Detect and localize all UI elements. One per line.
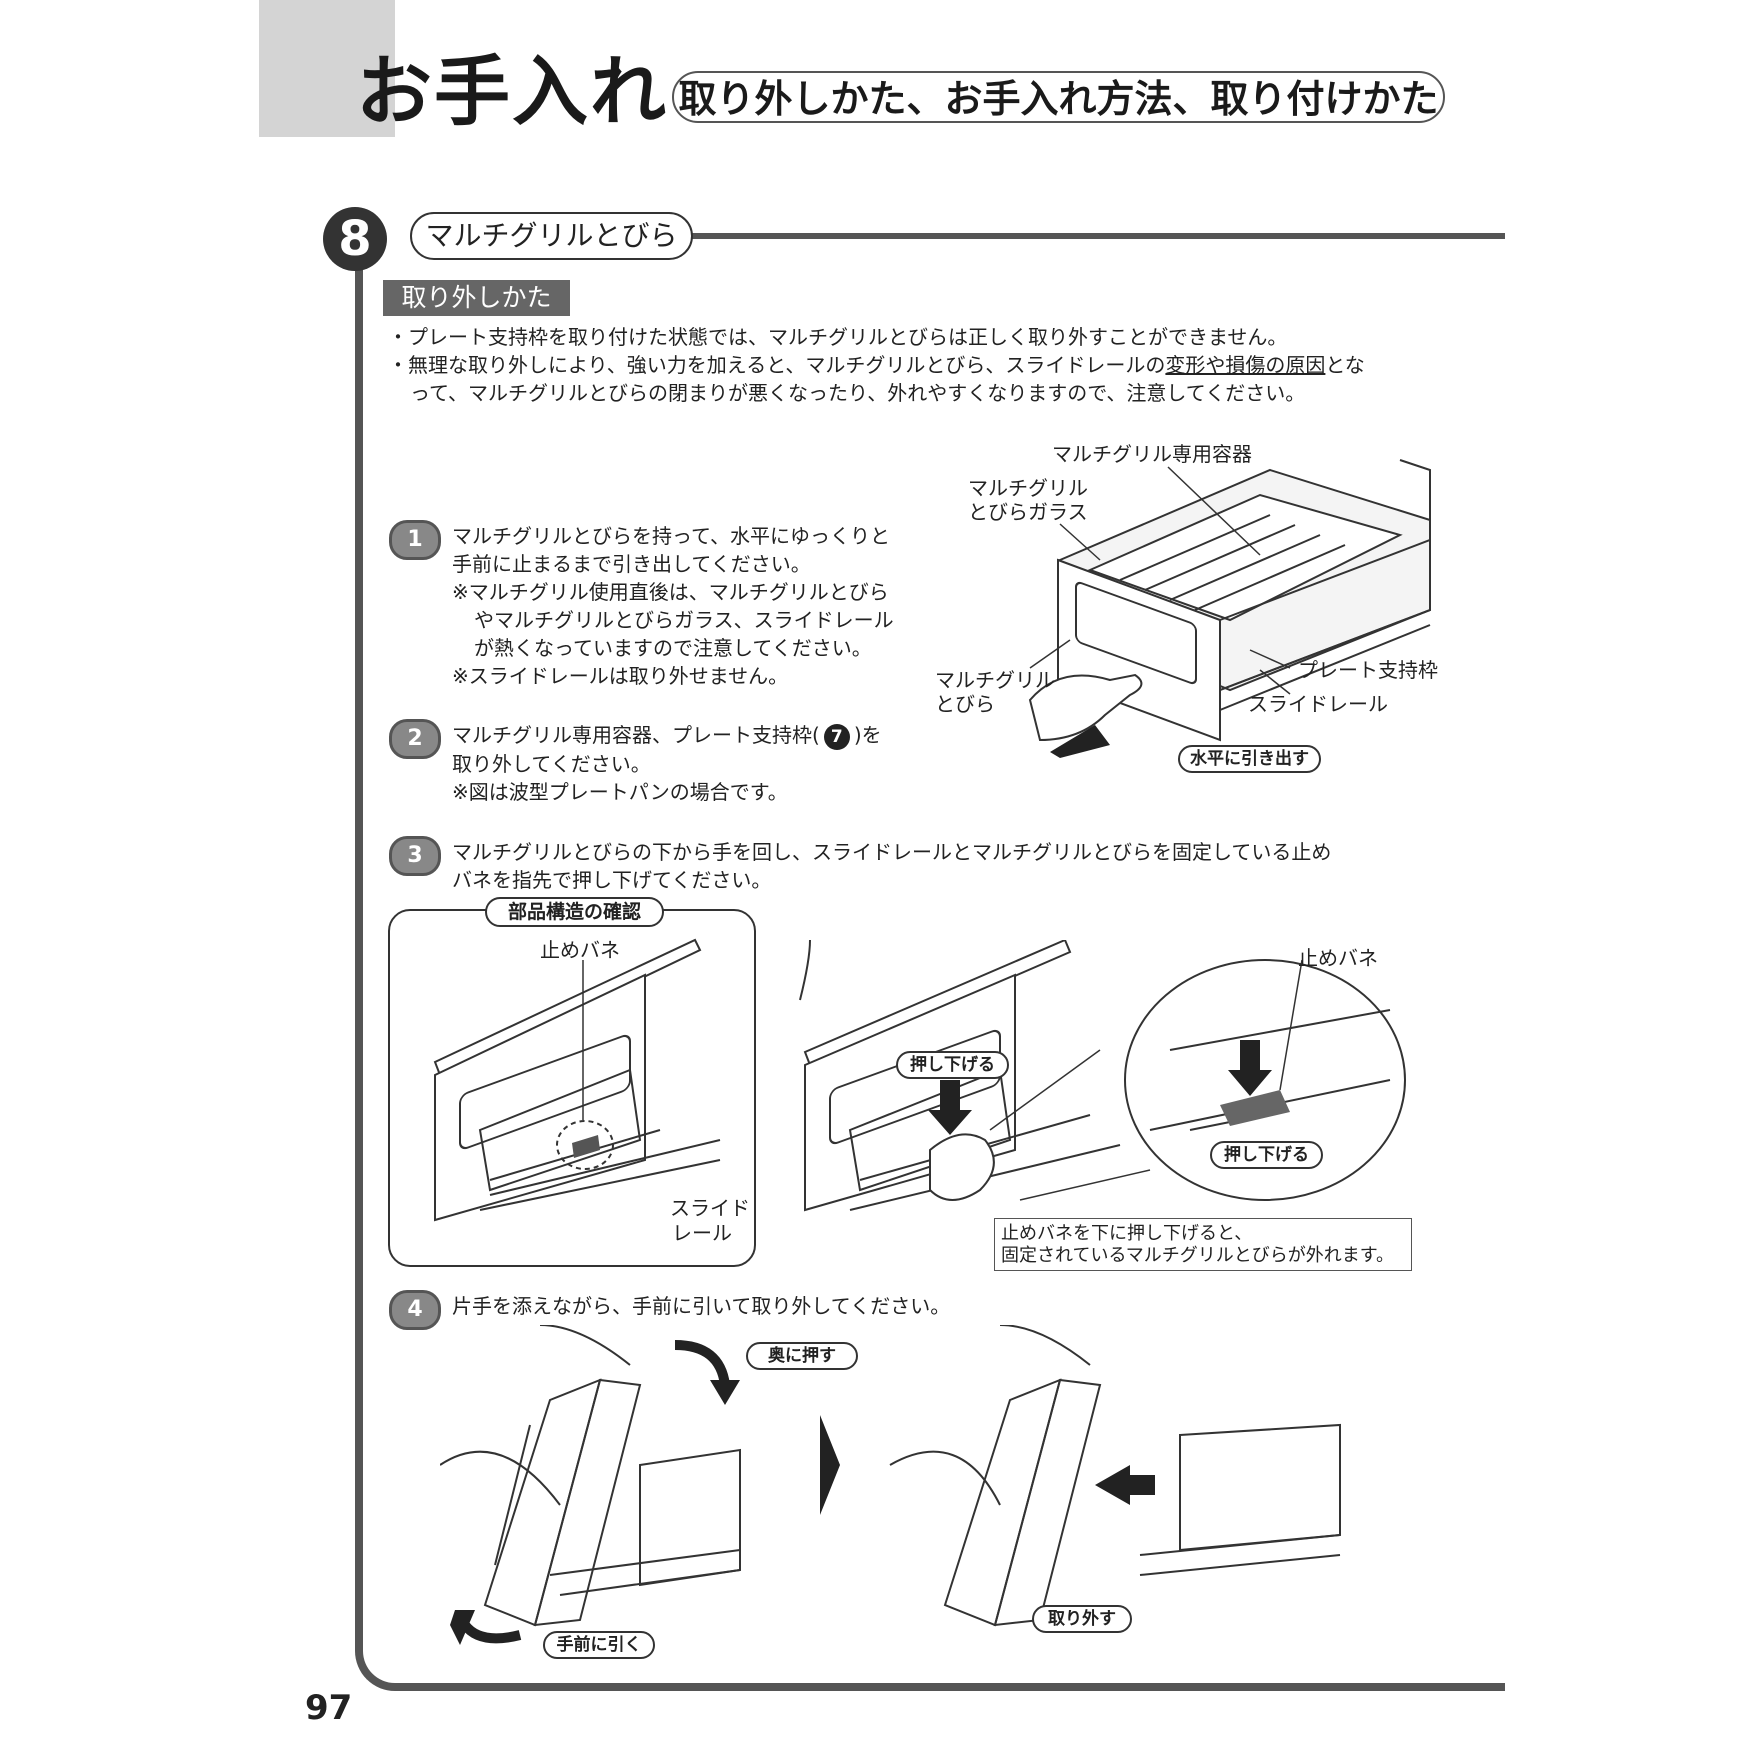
- push-back-pill: 奥に押す: [746, 1342, 858, 1370]
- step-2-text: マルチグリル専用容器、プレート支持枠(7)を 取り外してください。 ※図は波型プ…: [452, 723, 882, 804]
- label-plate-frame: プレート支持枠: [1298, 658, 1438, 682]
- label-spring-left: 止めバネ: [540, 938, 620, 962]
- figure-1-leader-lines: [1029, 466, 1291, 695]
- caution-bullets: ・プレート支持枠を取り付けた状態では、マルチグリルとびらは正しく取り外すことがで…: [388, 323, 1448, 407]
- step-4-text: 片手を添えながら、手前に引いて取り外してください。: [452, 1294, 951, 1318]
- pull-horizontal-pill: 水平に引き出す: [1178, 745, 1321, 773]
- label-glass-line1: マルチグリル: [968, 476, 1088, 500]
- component-confirm-pill: 部品構造の確認: [485, 897, 664, 927]
- label-container: マルチグリル専用容器: [1052, 442, 1252, 466]
- ref-number-badge: 7: [823, 724, 850, 750]
- header-tab: [259, 0, 395, 137]
- figure-4-removal-illustration: [440, 1325, 1341, 1645]
- step-3-badge: 3: [389, 836, 441, 876]
- label-slide-rail-line2: レール: [672, 1221, 732, 1245]
- page-title: お手入れ: [356, 47, 668, 136]
- section-title: マルチグリルとびら: [410, 212, 693, 260]
- page-number: 97: [305, 1688, 353, 1728]
- label-glass-line2: とびらガラス: [968, 500, 1088, 524]
- label-spring-right: 止めバネ: [1298, 946, 1378, 970]
- bullet-2: ・無理な取り外しにより、強い力を加えると、マルチグリルとびら、スライドレールの変…: [388, 353, 1365, 377]
- label-door-line2: とびら: [935, 692, 995, 716]
- label-slide-rail: スライドレール: [1248, 692, 1388, 716]
- figure-1-drawer-illustration: [1028, 459, 1431, 758]
- step-1-text: マルチグリルとびらを持って、水平にゆっくりと 手前に止まるまで引き出してください…: [452, 524, 894, 688]
- spring-note-box: 止めバネを下に押し下げると、 固定されているマルチグリルとびらが外れます。: [994, 1218, 1412, 1271]
- label-slide-rail-line1: スライド: [670, 1196, 750, 1220]
- push-down-pill-1: 押し下げる: [896, 1051, 1009, 1079]
- section-number-badge: 8: [323, 207, 387, 271]
- push-down-pill-2: 押し下げる: [1210, 1141, 1323, 1169]
- underlined-text: 変形や損傷の原因: [1165, 353, 1326, 377]
- step-1-badge: 1: [389, 520, 441, 560]
- pull-front-pill: 手前に引く: [543, 1631, 655, 1659]
- page-subtitle: 取り外しかた、お手入れ方法、取り付けかた: [672, 71, 1445, 123]
- step-2-badge: 2: [389, 719, 441, 759]
- figure-3-left-illustration: [433, 938, 721, 1222]
- label-door-line1: マルチグリル: [935, 668, 1055, 692]
- removal-tag: 取り外しかた: [383, 280, 570, 316]
- remove-pill: 取り外す: [1032, 1605, 1132, 1633]
- section-rule: [630, 233, 1505, 239]
- section-frame: [355, 236, 1505, 1691]
- step-3-text: マルチグリルとびらの下から手を回し、スライドレールとマルチグリルとびらを固定して…: [452, 840, 1332, 892]
- bullet-2-cont: って、マルチグリルとびらの閉まりが悪くなったり、外れやすくなりますので、注意して…: [410, 381, 1306, 405]
- bullet-1: ・プレート支持枠を取り付けた状態では、マルチグリルとびらは正しく取り外すことがで…: [388, 325, 1288, 349]
- figure-3-right-illustration: [799, 940, 1406, 1212]
- step-4-badge: 4: [389, 1290, 441, 1330]
